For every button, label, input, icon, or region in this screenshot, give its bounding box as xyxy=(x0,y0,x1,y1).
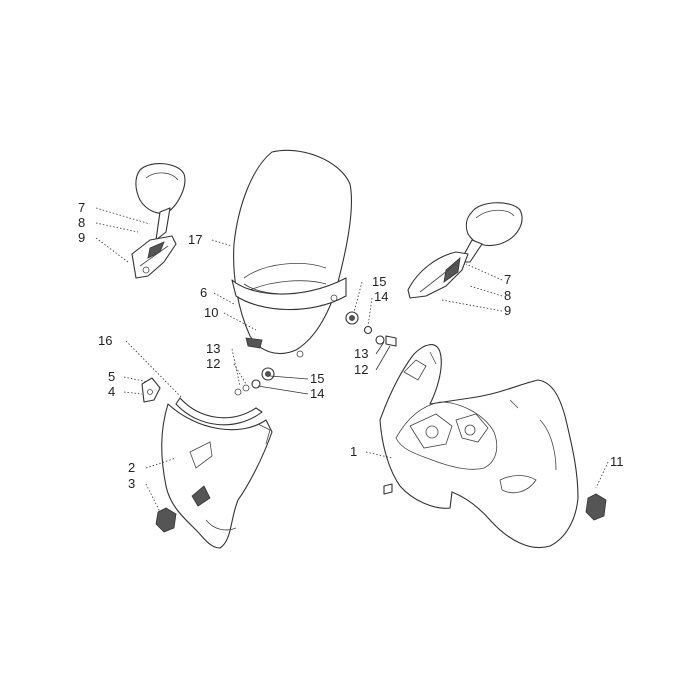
callout-15-right: 15 xyxy=(372,274,386,289)
callout-13-right: 13 xyxy=(354,346,368,361)
callout-10: 10 xyxy=(204,305,218,320)
callout-12-center: 12 xyxy=(206,356,220,371)
callout-14-center: 14 xyxy=(310,386,324,401)
callout-5: 5 xyxy=(108,369,115,384)
callout-8-left: 8 xyxy=(78,215,85,230)
callout-16: 16 xyxy=(98,333,112,348)
emblem-left xyxy=(155,507,177,533)
left-mirror xyxy=(131,163,186,279)
callout-9-right: 9 xyxy=(504,303,511,318)
callout-7-left: 7 xyxy=(78,200,85,215)
callout-2: 2 xyxy=(128,460,135,475)
callout-11: 11 xyxy=(610,454,624,469)
callout-1: 1 xyxy=(350,444,357,459)
callout-12-right: 12 xyxy=(354,362,368,377)
callout-13-center: 13 xyxy=(206,341,220,356)
callout-labels: 7 8 9 17 6 10 15 14 7 8 9 16 13 12 13 12… xyxy=(78,200,624,491)
callout-14-right: 14 xyxy=(374,289,388,304)
right-mirror xyxy=(407,202,523,299)
handlebar-cover xyxy=(379,344,579,548)
callout-17: 17 xyxy=(188,232,202,247)
windscreen xyxy=(231,149,353,358)
callout-3: 3 xyxy=(128,476,135,491)
front-shield xyxy=(161,403,273,549)
callout-8-right: 8 xyxy=(504,288,511,303)
callout-6: 6 xyxy=(200,285,207,300)
trim-strip xyxy=(175,397,263,426)
callout-15-center: 15 xyxy=(310,371,324,386)
callout-7-right: 7 xyxy=(504,272,511,287)
callout-4: 4 xyxy=(108,384,115,399)
emblem-right xyxy=(585,493,607,521)
callout-9-left: 9 xyxy=(78,230,85,245)
leader-lines xyxy=(95,207,609,513)
